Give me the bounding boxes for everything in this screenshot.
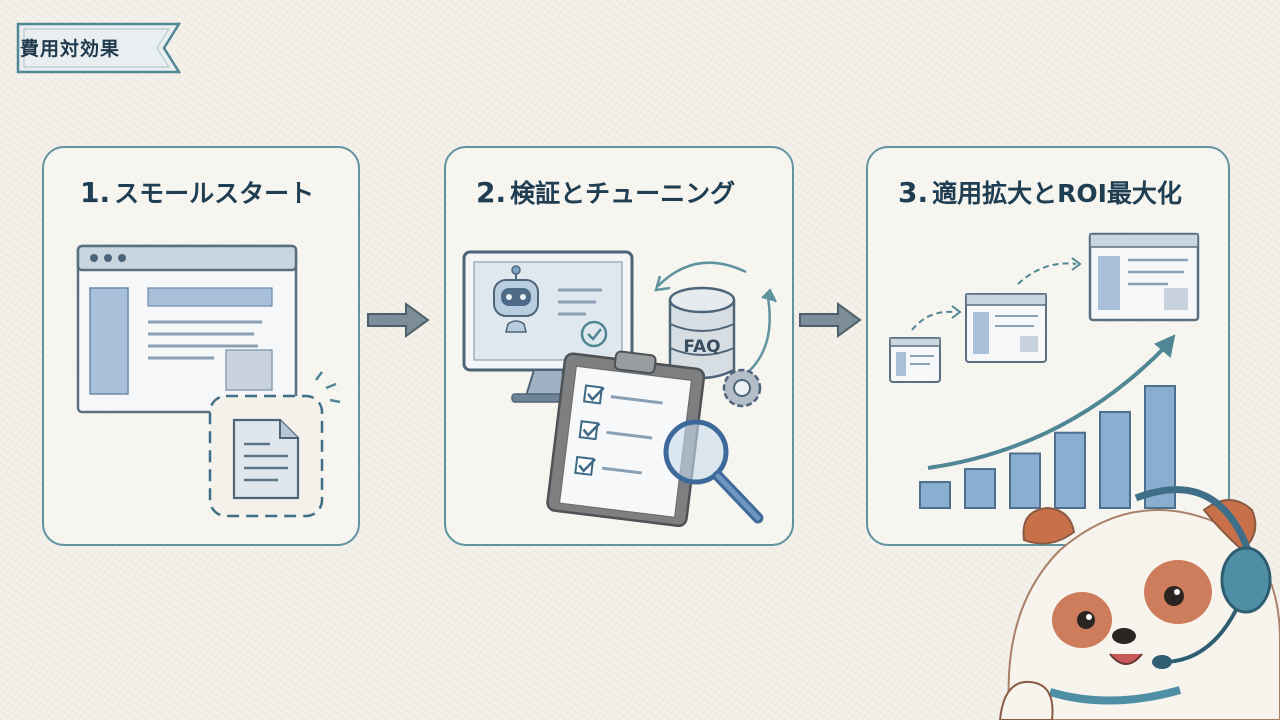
gear-icon [722, 368, 762, 408]
red-panda-mascot [998, 486, 1280, 720]
step-3-label: 適用拡大とROI最大化 [932, 179, 1182, 208]
step-3-number: 3. [898, 176, 929, 209]
faq-database-icon: FAQ [668, 286, 736, 380]
step-card-1: 1.スモールスタート [42, 146, 360, 546]
step-2-label: 検証とチューニング [510, 179, 736, 208]
ribbon-badge [16, 22, 181, 74]
step-2-title: 2.検証とチューニング [476, 174, 735, 210]
growth-bar [919, 481, 951, 509]
large-window-icon [1088, 232, 1200, 322]
step-2-number: 2. [476, 176, 507, 209]
refresh-arrow-icon [657, 261, 747, 287]
medium-window-icon [965, 293, 1047, 363]
step-card-2: 2.検証とチューニング FAQ [444, 146, 794, 546]
step-1-label: スモールスタート [114, 179, 315, 208]
growth-bar [1054, 431, 1086, 510]
verification-illustration: FAQ [462, 250, 777, 528]
small-start-illustration [76, 244, 341, 518]
growth-bar [1099, 410, 1131, 510]
magnifier-icon [663, 419, 764, 524]
faq-label: FAQ [683, 337, 720, 357]
growth-bar [1009, 452, 1041, 509]
browser-window-icon [76, 244, 298, 414]
trend-arrow-icon [927, 342, 1170, 470]
step-1-title: 1.スモールスタート [80, 174, 314, 210]
robot-icon [493, 265, 539, 333]
check-circle-icon [580, 320, 608, 348]
section-badge-label: 費用対効果 [20, 38, 121, 60]
small-window-icon [889, 337, 941, 383]
arrow-right-icon [367, 302, 430, 338]
growth-bar [964, 468, 996, 510]
document-icon [208, 371, 341, 518]
step-3-title: 3.適用拡大とROI最大化 [898, 174, 1182, 210]
step-1-number: 1. [80, 176, 111, 209]
headset-icon [1134, 486, 1254, 558]
arrow-right-icon [799, 302, 862, 338]
